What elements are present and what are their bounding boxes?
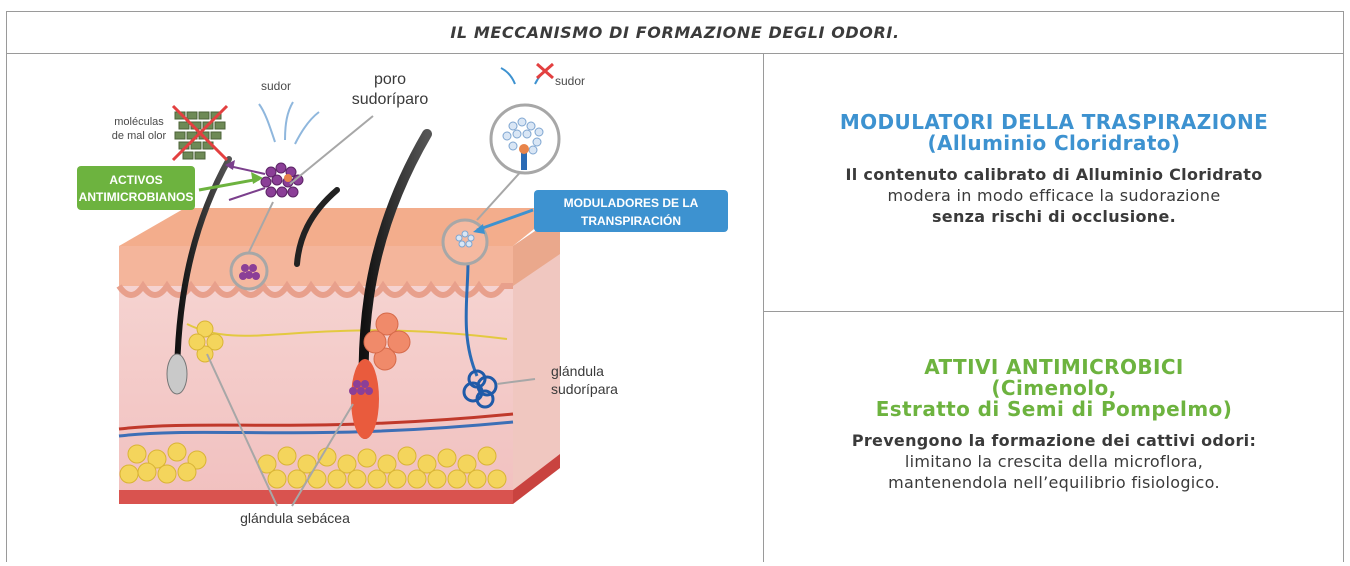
bacteria-cluster-top [260,162,304,198]
label-sudor-right: sudor [555,74,585,88]
page-title: IL MECCANISMO DI FORMAZIONE DEGLI ODORI. [450,23,900,42]
section-antimicrobici-body: Prevengono la formazione dei cattivi odo… [764,430,1344,493]
section-antimicrobici-bold: Prevengono la formazione dei cattivi odo… [851,431,1257,450]
arrow-to-green [228,187,266,201]
skin-block-front [119,246,513,504]
zoom-pore [519,144,529,154]
muscle-side [513,454,560,504]
skin-diagram-panel: sudor sudor poro sudoríparo moléculas de… [7,54,762,562]
label-sudor-left: sudor [261,79,291,93]
section-modulatori-title: MODULATORI DELLA TRASPIRAZIONE (Allumini… [764,112,1344,154]
section-modulatori: MODULATORI DELLA TRASPIRAZIONE (Allumini… [764,112,1344,227]
section-modulatori-body: Il contenuto calibrato di Alluminio Clor… [764,164,1344,227]
vertical-divider [763,54,764,562]
cross-icon-sweat [536,62,554,80]
sebaceous-gland-red [363,312,411,371]
section-antimicrobici: ATTIVI ANTIMICROBICI (Cimenolo, Estratto… [764,357,1344,493]
pointer-line-pore [248,201,274,253]
blue-arrow [476,208,534,232]
badge-activos-text-2: ANTIMICROBIANOS [79,190,194,204]
section-modulatori-title-2: (Alluminio Cloridrato) [927,131,1181,155]
section-modulatori-bold-2: senza rischi di occlusione. [931,207,1177,226]
blood-vessel [118,420,514,438]
section-modulatori-title-1: MODULATORI DELLA TRASPIRAZIONE [839,110,1269,134]
badge-activos-text-1: ACTIVOS [109,173,162,187]
bacteria-cluster [349,380,373,395]
badge-moduladores-text-2: TRANSPIRACIÓN [581,213,681,228]
section-antimicrobici-text-2: mantenendola nell’equilibrio fisiologico… [888,473,1220,492]
label-poro-2: sudoríparo [352,91,429,108]
cross-icon-molecules [171,104,229,162]
arrowhead-icon [225,160,235,170]
horizontal-divider [764,311,1344,312]
sweat-arrow-left [258,101,320,145]
section-antimicrobici-title-3: Estratto di Semi di Pompelmo) [875,397,1233,421]
muscle-layer [119,490,513,504]
aluminium-particles [455,230,475,248]
section-antimicrobici-title: ATTIVI ANTIMICROBICI (Cimenolo, Estratto… [764,357,1344,420]
arrowhead-blue-icon [473,224,485,234]
section-antimicrobici-title-1: ATTIVI ANTIMICROBICI [924,355,1184,379]
sweat-gland [462,369,498,409]
sweat-duct [464,253,479,377]
pointer-line-sudoripara [496,378,536,385]
pore-dot [284,174,292,182]
skin-diagram: sudor sudor poro sudoríparo moléculas de… [77,62,728,526]
label-sudoripara-1: glándula [551,363,604,379]
label-poro-1: poro [374,71,406,88]
section-antimicrobici-title-2: (Cimenolo, [991,376,1117,400]
label-sudoripara-2: sudorípara [551,381,618,397]
label-moleculas-1: moléculas [114,116,164,128]
label-moleculas-2: de mal olor [112,130,167,142]
hair-center [294,187,340,267]
pointer-line-sebacea [206,353,354,507]
fat-layer [119,442,507,489]
zoom-bubble-right [489,103,561,175]
green-arrow [198,177,260,192]
epidermis-layer [119,246,513,286]
arrow-to-molecules [228,165,266,175]
section-modulatori-text: modera in modo efficace la sudorazione [887,186,1221,205]
hair-follicle [166,353,188,395]
badge-moduladores [534,190,728,232]
section-modulatori-bold-1: Il contenuto calibrato di Alluminio Clor… [845,165,1263,184]
title-bar: IL MECCANISMO DI FORMAZIONE DEGLI ODORI. [6,11,1344,54]
arrowhead-green-icon [251,172,263,184]
skin-block-side [513,214,560,504]
badge-moduladores-text-1: MODULADORES DE LA [564,196,699,210]
pore-bacteria [239,264,260,280]
hair-follicle-red [351,359,379,439]
pointer-line-poro [289,115,374,185]
zoom-connector [476,166,526,221]
badge-activos [77,166,195,210]
zoom-particles [502,117,544,155]
blood-vessel [118,412,514,431]
skin-surface [119,208,560,246]
label-sebacea: glándula sebácea [240,510,350,526]
zoom-duct [521,148,527,170]
section-antimicrobici-text-1: limitano la crescita della microflora, [904,452,1204,471]
